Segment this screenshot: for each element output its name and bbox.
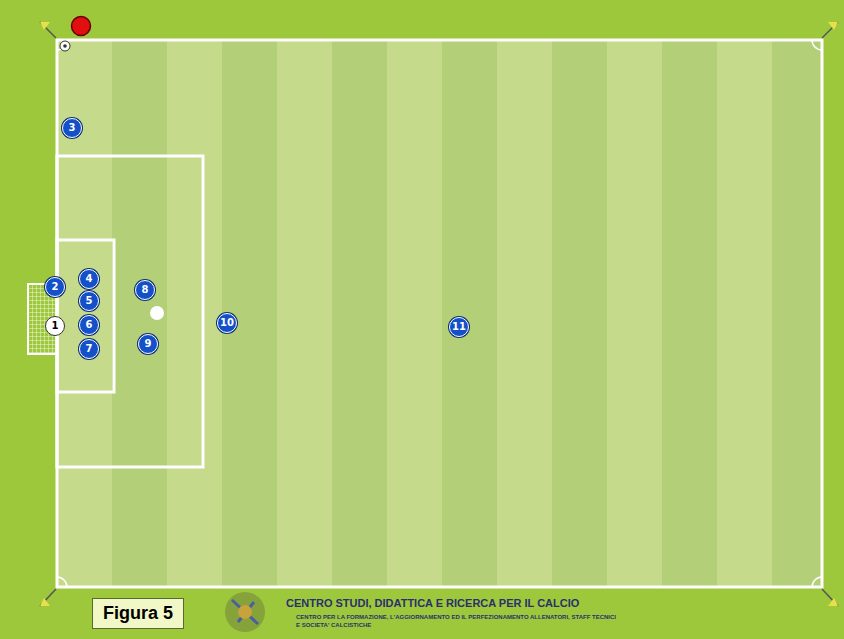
player-marker: 7 [79,339,99,359]
player-number: 5 [86,296,93,306]
player-number: 7 [86,344,93,354]
player-marker: 5 [79,291,99,311]
player-marker: 11 [449,317,469,337]
figure-caption: Figura 5 [103,603,173,624]
ball [60,41,70,51]
footer-subtitle: CENTRO PER LA FORMAZIONE, L'AGGIORNAMENT… [296,613,616,629]
player-marker: 8 [135,280,155,300]
player-marker: 3 [62,118,82,138]
player-number: 1 [52,321,59,331]
player-marker: 4 [79,269,99,289]
penalty-spot [150,306,164,320]
player-number: 2 [52,282,59,292]
player-number: 10 [220,318,234,328]
figure-box: Figura 5 [92,598,184,629]
player-marker: 6 [79,315,99,335]
player-marker: 9 [138,334,158,354]
player-marker: 2 [45,277,65,297]
player-number: 6 [86,320,93,330]
player-number: 11 [452,322,466,332]
corner-arcs [57,40,822,587]
field-lines [57,40,822,587]
logo [225,592,265,632]
player-number: 8 [142,285,149,295]
player-marker: 10 [217,313,237,333]
player-number: 3 [69,123,76,133]
corner-flags [40,22,838,606]
field [57,40,822,587]
footer-title: CENTRO STUDI, DIDATTICA E RICERCA PER IL… [286,597,579,609]
opponent-marker [72,17,91,36]
player-number: 9 [145,339,152,349]
player-number: 4 [86,274,93,284]
player-marker: 1 [45,316,65,336]
